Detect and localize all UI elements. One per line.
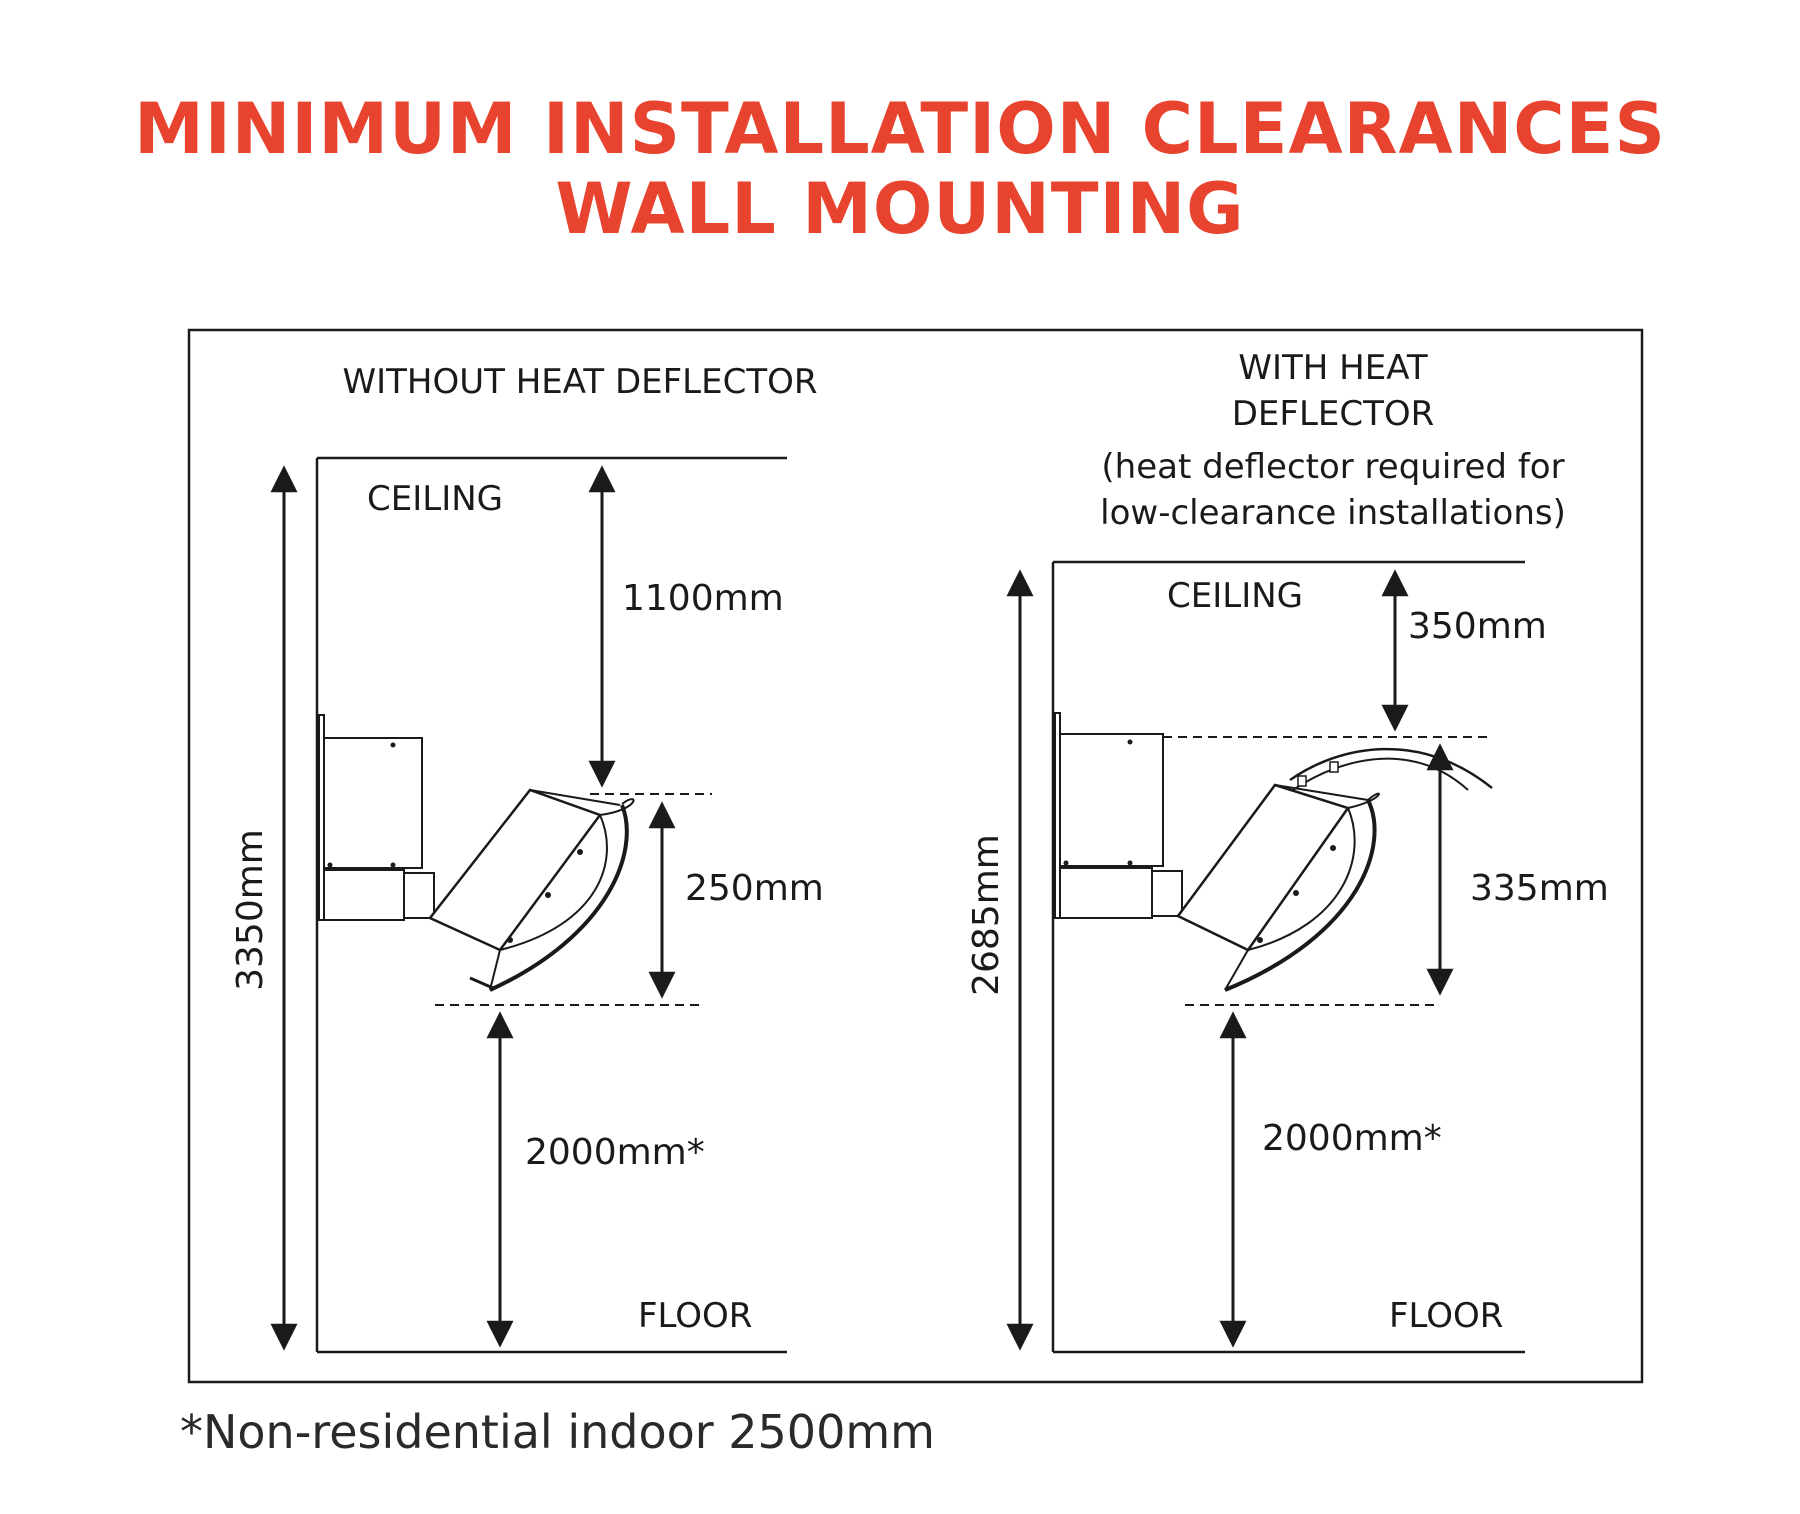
right-heading-line-2: DEFLECTOR [1232,394,1435,434]
right-heater-illustration [1054,712,1493,992]
left-panel: WITHOUT HEAT DEFLECTOR CEILING FLOOR 335… [230,362,824,1354]
right-ceiling-label: CEILING [1167,576,1303,616]
right-top-clearance-label: 350mm [1408,606,1547,647]
diagram-frame [187,328,1644,1384]
right-heater-height-label: 335mm [1470,868,1609,909]
footnote: *Non-residential indoor 2500mm [180,1405,935,1459]
title-line-1: MINIMUM INSTALLATION CLEARANCES [134,88,1666,170]
right-total-height-label: 2685mm [966,834,1007,996]
left-heater-illustration [318,714,635,992]
right-panel: WITH HEAT DEFLECTOR (heat deflector requ… [966,348,1609,1354]
right-bottom-clearance-label: 2000mm* [1262,1118,1442,1159]
left-top-clearance-label: 1100mm [622,578,784,619]
left-total-height-label: 3350mm [230,829,271,991]
left-heading: WITHOUT HEAT DEFLECTOR [343,362,818,402]
right-note-line-2: low-clearance installations) [1100,493,1566,533]
right-floor-label: FLOOR [1389,1296,1503,1336]
left-heater-height-label: 250mm [685,868,824,909]
right-heading-line-1: WITH HEAT [1238,348,1427,388]
left-ceiling-label: CEILING [367,479,503,519]
right-note-line-1: (heat deflector required for [1101,447,1564,487]
left-bottom-clearance-label: 2000mm* [525,1132,705,1173]
title-line-2: WALL MOUNTING [555,168,1245,250]
left-floor-label: FLOOR [638,1296,752,1336]
